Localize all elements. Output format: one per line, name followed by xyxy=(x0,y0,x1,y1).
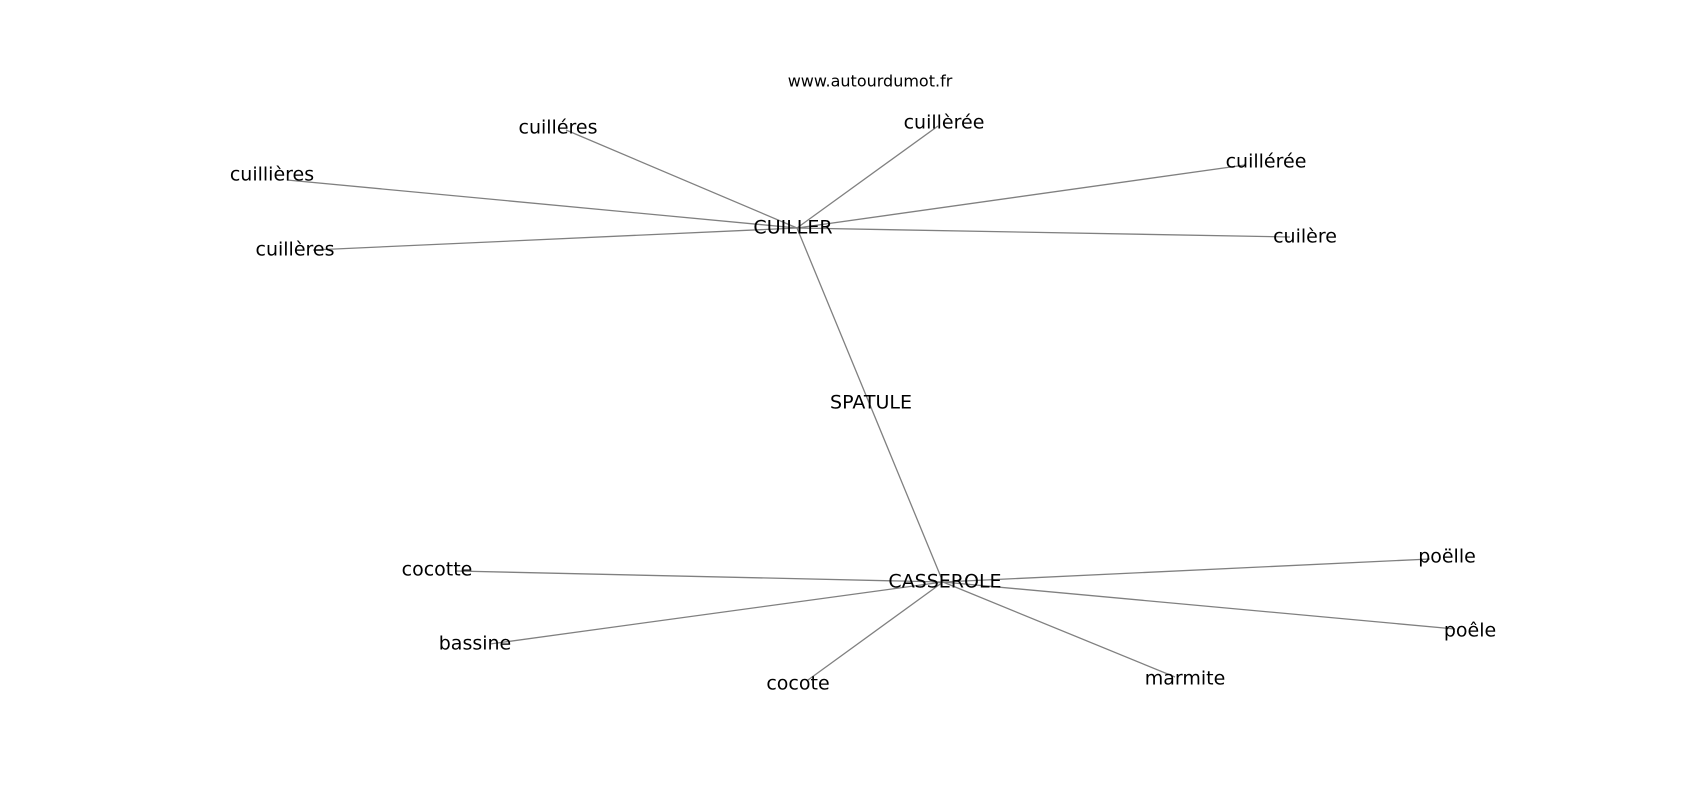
labels-layer: www.autourdumot.fr CUILLER SPATULE CASSERO… xyxy=(230,72,1496,695)
edge-cuiller-cuillieres xyxy=(286,179,798,229)
edge-casserole-bassine xyxy=(489,581,944,645)
node-label-poele: poêle xyxy=(1444,620,1496,642)
node-label-poelle: poëlle xyxy=(1418,546,1476,568)
node-label-cuilleree_acute: cuillérée xyxy=(1226,151,1307,173)
node-label-casserole: CASSEROLE xyxy=(888,571,1001,593)
edge-cuiller-cuilleres_grave xyxy=(312,227,798,251)
edge-casserole-marmite xyxy=(942,581,1176,678)
edge-cuiller-casserole xyxy=(796,227,944,583)
edges-layer xyxy=(286,125,1456,681)
node-label-cuilleree_grave: cuillèrée xyxy=(904,112,985,134)
node-label-cuilere: cuilère xyxy=(1273,226,1337,248)
edge-cuiller-cuilleree_grave xyxy=(796,125,939,229)
node-label-cuilleres_acute: cuilléres xyxy=(519,117,598,139)
node-label-bassine: bassine xyxy=(439,633,512,655)
edge-casserole-cocotte xyxy=(455,570,944,583)
site-url-label: www.autourdumot.fr xyxy=(788,72,953,91)
node-label-cuilleres_grave: cuillères xyxy=(256,239,335,261)
edge-casserole-cocote xyxy=(807,581,944,681)
edge-casserole-poele xyxy=(942,581,1456,630)
node-label-cuiller: CUILLER xyxy=(753,217,832,239)
edge-cuiller-cuilleres_acute xyxy=(565,129,798,229)
node-label-cocote: cocote xyxy=(766,673,829,695)
node-label-cocotte: cocotte xyxy=(402,559,473,581)
node-label-cuillieres: cuillières xyxy=(230,164,314,186)
node-label-marmite: marmite xyxy=(1145,668,1226,690)
edge-cuiller-cuilere xyxy=(796,227,1291,238)
edge-cuiller-cuilleree_acute xyxy=(796,164,1246,229)
node-label-spatule: SPATULE xyxy=(830,392,912,414)
edge-casserole-poelle xyxy=(942,558,1431,583)
